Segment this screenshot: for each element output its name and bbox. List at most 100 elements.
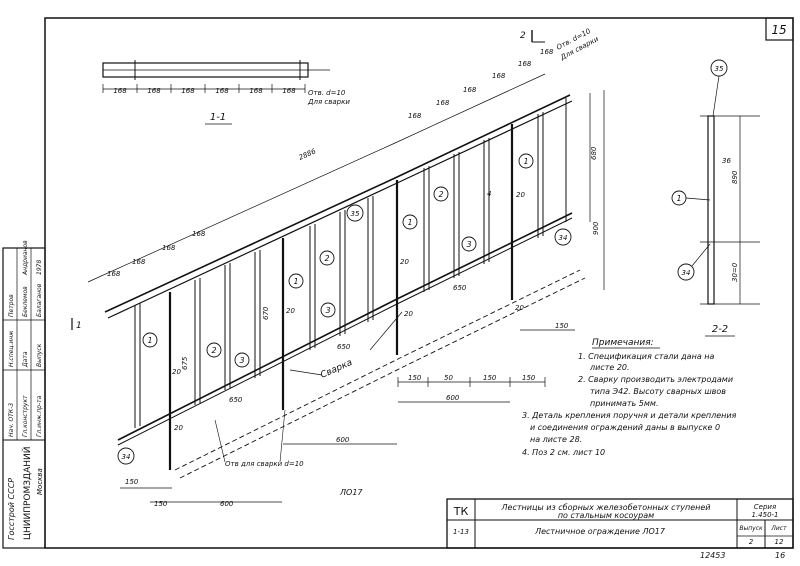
s11-dim-4: 168 [215,87,229,95]
dim-675: 675 [181,356,189,370]
dim-20b: 20 [400,258,409,266]
s11-dim-3: 168 [181,87,195,95]
note-line-1: 1. Спецификация стали дана на [578,352,714,361]
overall-dim-line [87,73,546,283]
callout-35: 35 [351,210,360,218]
stamp-role-2: Гл.конструкт [22,395,29,437]
tb-title-2: по стальным косоурам [558,511,654,520]
dim-650c: 650 [229,396,243,404]
section-2-2: 35 1 34 36 890 30=0 2-2 [671,59,760,337]
dim-150d: 150 [125,478,139,486]
dim-20e: 20 [174,424,183,432]
stamp-name-3: Балаганов [36,283,43,317]
tb-issue-label: Выпуск [739,525,763,532]
stamp-year: 1978 [36,260,43,275]
dim-650b: 650 [337,343,351,351]
top-dim-r3: 168 [463,86,477,94]
sheet-number-box [765,17,794,41]
top-dim-l1: 168 [107,270,121,278]
s11-dim-6: 168 [282,87,296,95]
sheet-number: 15 [771,23,786,37]
callout-3a: 3 [239,356,244,365]
dim-680: 680 [590,146,598,160]
callout-1b: 1 [293,277,298,286]
note-line-5: принимать 5мм. [590,399,659,408]
dim-20d: 20 [172,368,181,376]
left-stamp: Госстрой СССР ЦНИИПРОМЗДАНИЙ Москва Нач.… [2,240,46,549]
dim-150a: 150 [408,374,422,382]
callout-2c: 2 [438,190,443,199]
s22-callout-35: 35 [715,65,724,73]
stamp-city: Москва [36,468,44,495]
dim-4: 4 [487,190,491,198]
note-line-3: 2. Сварку производить электродами [578,375,733,384]
top-dim-r4: 168 [492,72,506,80]
title-block: ТК Лестницы из сборных железобетонных ст… [446,498,794,560]
stamp-institute: ЦНИИПРОМЗДАНИЙ [21,447,33,540]
top-dim-l4: 168 [192,230,206,238]
stamp-role-4: Н.спец.инж [8,330,15,367]
main-posts [168,124,514,470]
tb-series-value: 1.450-1 [751,511,778,519]
top-dim-r1: 168 [408,112,422,120]
note-line-2: листе 20. [589,363,630,372]
dim-150c: 150 [522,374,536,382]
s11-hole-label: Отв. d=10 [308,89,346,97]
section-2-2-post [707,115,715,305]
stringer-line [174,269,581,471]
stamp-issue-label: Выпуск [36,343,43,367]
tb-list-value: 12 [775,538,784,546]
top-dim-l2: 168 [132,258,146,266]
callout-1c: 1 [407,218,412,227]
dim-650a: 650 [453,284,467,292]
s11-dim-2: 168 [147,87,161,95]
overall-dim: 2886 [298,147,318,162]
top-dim-r5: 168 [518,60,532,68]
tb-series-label: Серия [754,503,776,511]
dim-20c: 20 [286,307,295,315]
tb-sheet-code: Лестничное ограждение ЛО17 [534,527,666,536]
stamp-role-3: Гл.инж.пр-та [36,395,43,437]
callout-3c: 3 [466,240,471,249]
dim-50: 50 [444,374,453,382]
callout-3b: 3 [325,306,330,315]
dim-20a: 20 [516,191,525,199]
note-line-6: 3. Деталь крепления поручня и детали кре… [522,411,737,420]
tb-issue-value: 2 [749,538,754,546]
stringer-line-2 [179,277,586,479]
dim-900: 900 [592,221,600,235]
note-line-7: и соединения ограждений даны в выпуске 0 [530,423,720,432]
note-line-9: 4. Поз 2 см. лист 10 [522,448,605,457]
callouts: 1 1 1 1 2 2 2 3 3 3 34 34 35 [117,153,572,465]
dim-600b: 600 [336,436,350,444]
bottom-number: 12453 [700,551,725,560]
tb-dept: 1-13 [453,528,469,536]
stamp-name-4: Андрианов [22,240,29,276]
note-line-4: типа Э42. Высоту сварных швов [590,387,726,396]
callout-1a: 1 [147,336,152,345]
dim-150b: 150 [483,374,497,382]
callout-2a: 2 [211,346,216,355]
weld-label: Сварка [319,358,354,381]
handrail-top [104,94,571,313]
bottom-right: 16 [775,551,785,560]
top-dim-r6: 168 [540,48,554,56]
stamp-org: Госстрой СССР [7,478,16,540]
tb-list-label: Лист [770,525,787,532]
s11-dim-1: 168 [113,87,127,95]
balusters [134,98,567,428]
dim-150f: 150 [555,322,569,330]
dim-20f: 20 [404,310,413,318]
s22-callout-1: 1 [676,194,681,203]
dim-670: 670 [262,306,270,320]
s22-dim-36: 36 [722,157,731,165]
notes: Примечания: 1. Спецификация стали дана н… [522,338,737,457]
callout-2b: 2 [324,254,329,263]
dim-20g: 20 [515,304,524,312]
callout-34a: 34 [122,453,131,461]
stamp-name-1: Петров [8,294,15,317]
tb-tk: ТК [453,505,469,518]
drawing-code: ЛО17 [339,488,363,497]
callout-1d: 1 [523,157,528,166]
